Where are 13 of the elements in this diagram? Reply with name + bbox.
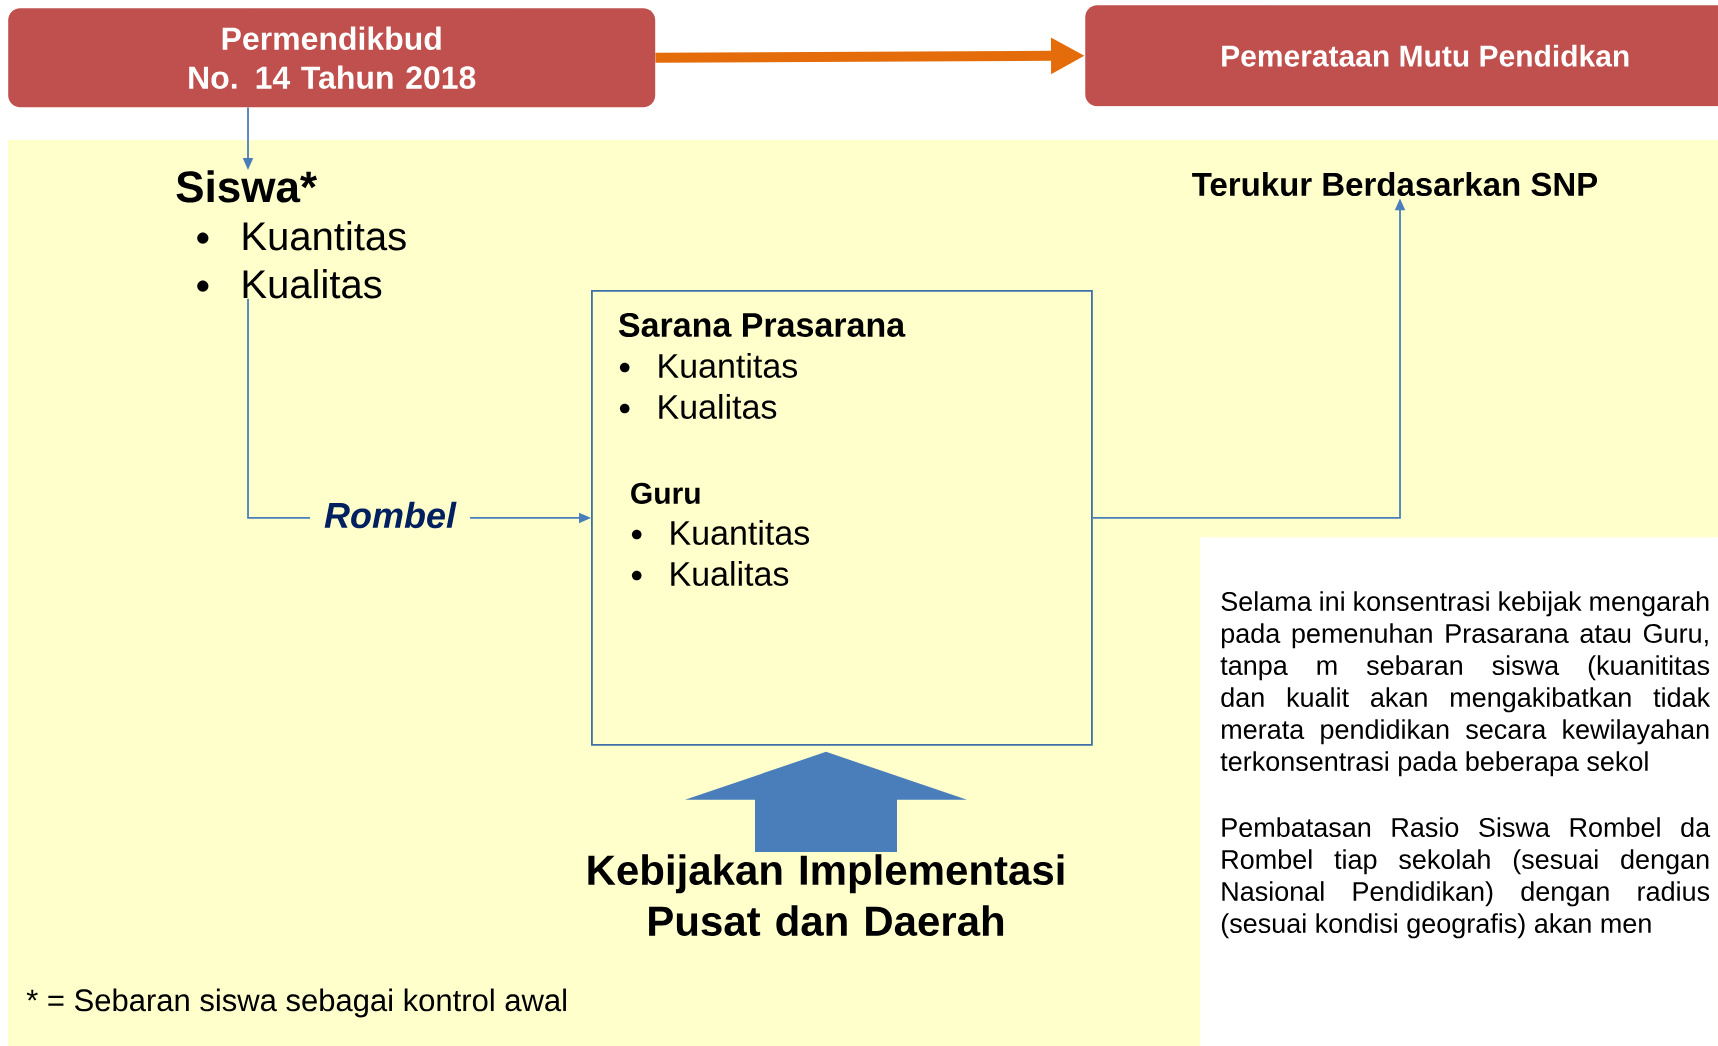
- result-text: Terukur Berdasarkan SNP: [1192, 171, 1598, 197]
- block-arrow: [685, 751, 967, 852]
- process-box: Sarana Prasarana Kuantitas Kualitas Guru Kuantitas Kualitas: [591, 290, 1093, 746]
- title-box: Permendikbud No. 14 Tahun 2018: [8, 8, 656, 108]
- policy-text: Kebijakan Implementasi Pusat dan Daerah: [588, 854, 1064, 937]
- note-box: Selama ini konsentrasi kebijak mengarah pada pemenuhan Prasarana atau Guru, tanpa m sebaran siswa (kuanititas dan kualit akan mengakibatkan tidak merata pendidikan secara kewilayahan terkonsentrasi pada beberapa sekol Pembatasan Rasio Siswa Rombel da Rombel tiap sekolah (sesuai dengan Nasional Pendidikan) dengan radius (sesuai kondisi geografis) akan men: [1200, 537, 1718, 1046]
- goal-box: Pemerataan Mutu Pendidkan: [1085, 5, 1718, 107]
- edge-label: Rombel: [310, 498, 470, 532]
- footnote: * = Sebaran siswa sebagai kontrol awal: [26, 988, 566, 1018]
- node-label: Kualitas: [243, 269, 382, 299]
- node-label: Siswa*: [176, 170, 318, 203]
- bullet-list: Siswa* Kuantitas Kualitas: [176, 170, 406, 299]
- node-label: Kuantitas: [243, 221, 406, 251]
